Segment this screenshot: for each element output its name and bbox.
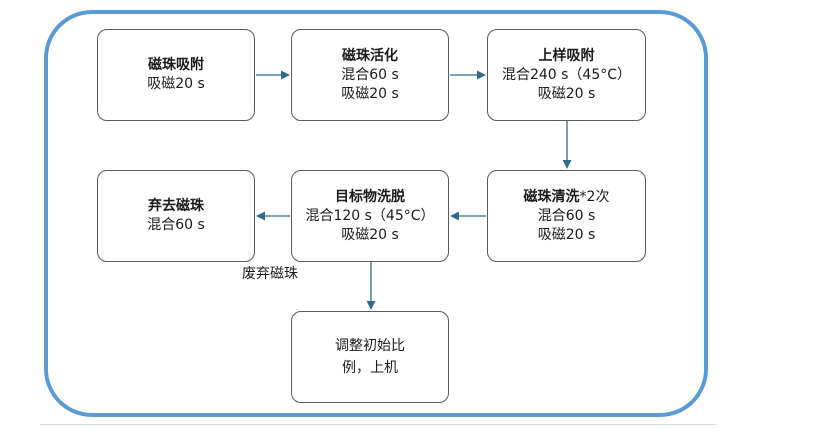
edge-label-discard-beads: 废弃磁珠 [242,266,298,282]
node-target-elute: 目标物洗脱 混合120 s（45°C） 吸磁20 s [291,170,449,262]
node-bead-wash-title: 磁珠清洗*2次 [524,188,610,207]
node-bead-wash: 磁珠清洗*2次 混合60 s 吸磁20 s [487,170,646,262]
node-discard-beads: 弃去磁珠 混合60 s [97,170,255,262]
node-target-elute-line-1: 混合120 s（45°C） [305,207,435,224]
node-bead-wash-line-1: 混合60 s [537,207,596,224]
node-discard-beads-title: 弃去磁珠 [148,198,204,214]
node-adjust-ratio-line-1: 调整初始比 [335,338,405,354]
node-discard-beads-line-1: 混合60 s [147,217,205,233]
node-adjust-ratio: 调整初始比 例，上机 [291,311,449,403]
node-sample-adsorb-title: 上样吸附 [538,47,595,64]
node-sample-adsorb: 上样吸附 混合240 s（45°C） 吸磁20 s [487,29,646,121]
node-bead-activate-line-2: 吸磁20 s [341,85,399,102]
node-bead-adsorb-title: 磁珠吸附 [148,57,204,73]
node-sample-adsorb-line-2: 吸磁20 s [537,85,596,102]
node-bead-activate-line-1: 混合60 s [341,66,399,83]
node-adjust-ratio-line-2: 例，上机 [342,360,398,376]
node-bead-wash-title-main: 磁珠清洗 [523,188,580,205]
node-bead-activate-title: 磁珠活化 [342,47,398,64]
node-target-elute-title: 目标物洗脱 [335,188,405,205]
node-sample-adsorb-line-1: 混合240 s（45°C） [501,66,632,83]
node-target-elute-line-2: 吸磁20 s [341,226,399,243]
node-bead-wash-title-suffix: *2次 [579,188,610,205]
bottom-divider [40,424,716,425]
node-bead-adsorb: 磁珠吸附 吸磁20 s [97,29,255,121]
outer-frame [44,10,708,417]
node-bead-wash-line-2: 吸磁20 s [537,226,596,243]
node-bead-adsorb-line-1: 吸磁20 s [147,76,205,92]
node-bead-activate: 磁珠活化 混合60 s 吸磁20 s [291,29,449,121]
